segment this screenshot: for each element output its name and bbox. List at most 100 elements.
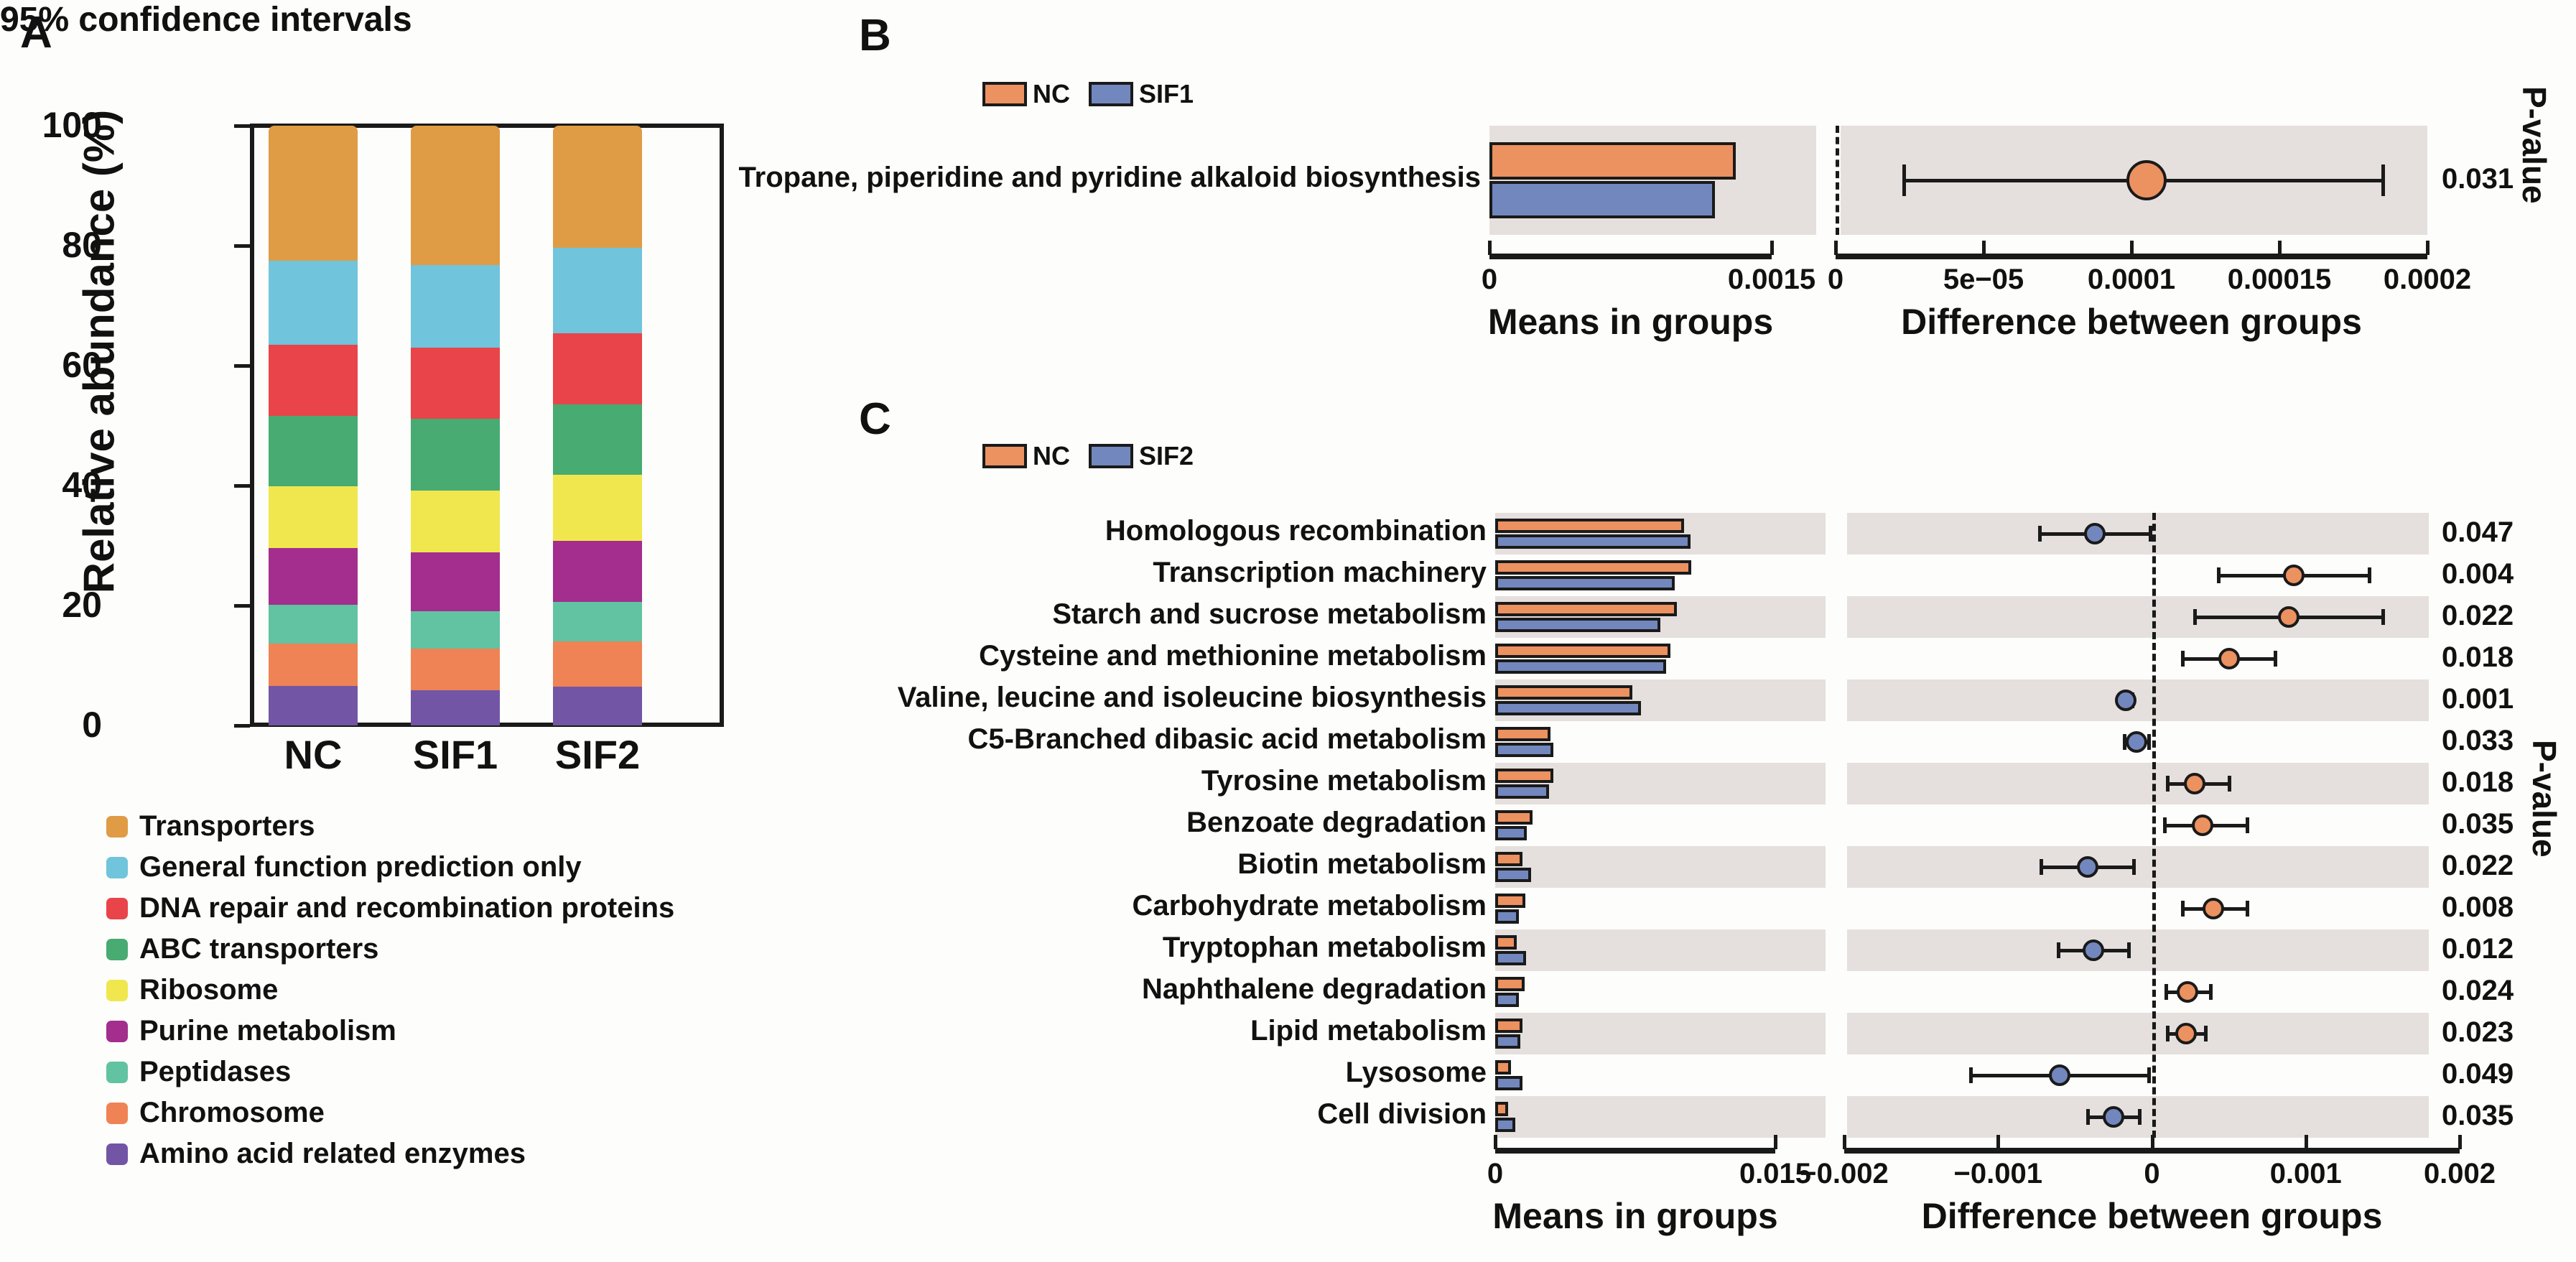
pathway-label-2: Starch and sucrose metabolism (1052, 598, 1487, 630)
mean-bar-sif-2 (1495, 618, 1660, 632)
ci-dot-1 (2282, 565, 2305, 586)
means-tick-label-1: 0.0015 (1727, 264, 1816, 295)
ci-row-band-9 (1847, 888, 2429, 929)
ci-cap-low-0 (1902, 164, 1906, 196)
legend-label-nc: NC (1033, 79, 1070, 108)
panel-a-segment-3 (269, 416, 358, 486)
mean-bar-sif-0 (1495, 534, 1691, 549)
legend-swatch-icon (106, 815, 128, 838)
ci-dot-0 (2084, 523, 2106, 544)
panel-a-segment-0 (553, 126, 642, 249)
ci-row-band-11 (1847, 971, 2429, 1013)
means-row-band-12 (1495, 1013, 1826, 1054)
means-row-band-14 (1495, 1096, 1826, 1138)
diff-tick-label-1: −0.001 (1953, 1158, 2042, 1189)
legend-swatch-icon (106, 979, 128, 1001)
pathway-label-5: C5-Branched dibasic acid metabolism (967, 723, 1487, 755)
means-row-band-13 (1495, 1054, 1826, 1096)
panel-a-segment-2 (411, 347, 500, 419)
mean-bar-nc-0 (1489, 142, 1736, 180)
diff-axis-title: Difference between groups (1901, 302, 2362, 342)
pathway-label-11: Naphthalene degradation (1141, 973, 1487, 1005)
mean-bar-sif-13 (1495, 1076, 1523, 1090)
diff-tick-2 (2130, 241, 2134, 255)
mean-bar-sif-9 (1495, 909, 1519, 924)
means-row-band-8 (1495, 846, 1826, 888)
ci-cap-low-1 (2216, 567, 2221, 583)
panel-a-tickmark (234, 604, 250, 608)
panel-a-y-tick-20: 20 (62, 585, 102, 625)
ci-dot-14 (2102, 1106, 2124, 1128)
means-row-band-9 (1495, 888, 1826, 929)
ci-cap-high-8 (2131, 859, 2136, 875)
mean-bar-sif-8 (1495, 868, 1531, 882)
panel-a-tickmark (234, 724, 250, 728)
means-tick-0 (1494, 1135, 1497, 1149)
panel-a-segment-7 (553, 641, 642, 687)
ci-row-band-4 (1847, 679, 2429, 721)
mean-bar-nc-12 (1495, 1019, 1522, 1033)
ci-cap-low-8 (2040, 859, 2044, 875)
legend-swatch-icon (106, 1061, 128, 1083)
ci-cap-high-3 (2273, 651, 2277, 667)
pathway-label-12: Lipid metabolism (1250, 1015, 1487, 1047)
ci-cap-low-12 (2165, 1026, 2170, 1041)
ci-cap-high-2 (2381, 609, 2385, 625)
panel-a-segment-8 (269, 685, 358, 725)
panel-a-segment-8 (553, 686, 642, 725)
panel-a-segment-5 (269, 547, 358, 606)
pathway-label-13: Lysosome (1345, 1057, 1487, 1088)
ci-row-band-3 (1847, 638, 2429, 679)
diff-axis-line (1844, 1148, 2460, 1154)
mean-bar-sif-14 (1495, 1118, 1516, 1132)
ci-cap-high-14 (2138, 1109, 2142, 1125)
ci-cap-high-7 (2246, 817, 2250, 833)
diff-tick-label-4: 0.0002 (2383, 264, 2472, 295)
panel-a-x-label-sif2: SIF2 (554, 732, 641, 777)
pathway-label-7: Benzoate degradation (1186, 807, 1487, 838)
ci-dot-7 (2192, 815, 2214, 836)
panel-a-legend-label: Transporters (139, 810, 315, 842)
legend-swatch-icon (106, 1143, 128, 1165)
means-row-band-7 (1495, 804, 1826, 846)
p-value-2: 0.022 (2442, 600, 2514, 631)
mean-bar-sif-1 (1495, 576, 1675, 590)
ci-cap-high-10 (2127, 942, 2131, 958)
ci-dot-11 (2176, 981, 2198, 1003)
panel-a-y-tick-40: 40 (62, 465, 102, 505)
ci-cap-high-0 (2381, 164, 2386, 196)
pathway-label-9: Carbohydrate metabolism (1132, 890, 1487, 922)
legend-swatch-icon (106, 1102, 128, 1124)
p-value-3: 0.018 (2442, 641, 2514, 673)
panel-a-legend-label: Ribosome (139, 974, 279, 1006)
panel-a-segment-2 (553, 333, 642, 405)
mean-bar-sif-5 (1495, 743, 1554, 757)
means-tick-label-0: 0 (1481, 264, 1498, 295)
ci-dot-12 (2175, 1023, 2197, 1044)
mean-bar-sif-11 (1495, 993, 1519, 1007)
means-axis-line (1489, 254, 1772, 259)
mean-bar-nc-5 (1495, 727, 1550, 741)
diff-tick-2 (2150, 1135, 2154, 1149)
mean-bar-nc-13 (1495, 1060, 1512, 1075)
ci-zero-line (1836, 126, 1839, 235)
panel-a-legend-label: DNA repair and recombination proteins (139, 892, 675, 924)
panel-a-segment-4 (411, 490, 500, 553)
panel-a-letter: A (20, 8, 52, 57)
mean-bar-sif-6 (1495, 784, 1549, 799)
ci-cap-low-14 (2086, 1109, 2090, 1125)
p-value-axis-title: P-value (2526, 740, 2563, 858)
panel-a-legend-item-7: Chromosome (106, 1097, 674, 1129)
panel-a-bar-nc (269, 126, 358, 725)
mean-bar-nc-6 (1495, 769, 1553, 783)
pathway-label-1: Transcription machinery (1153, 557, 1487, 588)
p-value-14: 0.035 (2442, 1100, 2514, 1131)
p-value-8: 0.022 (2442, 850, 2514, 881)
mean-bar-sif-4 (1495, 701, 1642, 715)
panel-a-segment-4 (553, 474, 642, 541)
panel-a-segment-3 (553, 404, 642, 475)
diff-axis-line (1836, 254, 2427, 259)
